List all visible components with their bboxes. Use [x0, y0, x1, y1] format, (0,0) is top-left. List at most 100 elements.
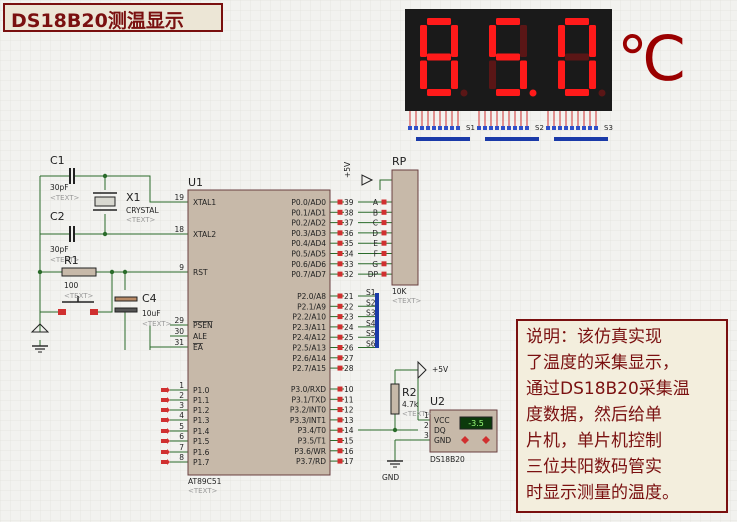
mcu-pin-name: P0.1/AD1	[291, 208, 326, 217]
mcu-pin-number: 22	[344, 302, 354, 311]
mcu-port1-pin-tail	[161, 438, 170, 444]
segment-label: DP	[368, 270, 379, 279]
mcu-port1-pin-tail	[161, 449, 170, 455]
display-pin-end	[495, 126, 499, 130]
mcu-pin-number: 24	[344, 323, 354, 332]
r2-body	[390, 383, 400, 415]
mcu-pin-number: 4	[179, 411, 184, 420]
digit-2-segment-b	[520, 25, 527, 57]
bus-label: S5	[366, 329, 376, 338]
display-pin-end	[588, 126, 592, 130]
mcu-pin-name: EA	[193, 343, 204, 352]
mcu-pin-number: 39	[344, 198, 354, 207]
gnd-label: GND	[382, 473, 399, 482]
r2-value: 4.7k	[402, 400, 419, 409]
display-pin-end	[564, 126, 568, 130]
c2-value: 30pF	[50, 245, 69, 254]
digit-3-segment-f	[558, 25, 565, 57]
mcu-pin-number: 18	[174, 225, 184, 234]
digit-1-segment-g	[427, 53, 451, 61]
digit-1-segment-b	[451, 25, 458, 57]
display-pin-end	[483, 126, 487, 130]
display-pin-end	[525, 126, 529, 130]
digit-select-label: S2	[535, 124, 544, 132]
resistor-pack-body	[391, 169, 419, 286]
xtal1-wire	[74, 175, 170, 203]
mcu-pin-number: 33	[344, 260, 354, 269]
mcu-pin-name: P2.2/A10	[292, 313, 326, 322]
mcu-port1-pin-tail	[161, 417, 170, 423]
note-line-2: 了温度的采集显示，	[526, 353, 679, 373]
display-pin-end	[570, 126, 574, 130]
mcu-pin-name: P3.0/RXD	[291, 385, 326, 394]
mcu-pin-name: XTAL2	[193, 230, 216, 239]
mcu-pin-marker	[337, 293, 343, 299]
digit-2-segment-g	[496, 53, 520, 61]
mcu-port1-pin-tail	[161, 428, 170, 434]
mcu-pin-name: P0.3/AD3	[291, 229, 326, 238]
junction-dot	[109, 269, 115, 275]
display-pin-end	[513, 126, 517, 130]
segment-label: A	[373, 198, 379, 207]
rp-pin-marker	[381, 240, 387, 246]
mcu-pin-marker	[337, 271, 343, 277]
rp-pin-marker	[381, 209, 387, 215]
c4-ref: C4	[142, 292, 157, 305]
r1-value: 100	[64, 281, 79, 290]
junction-dot	[102, 173, 108, 179]
mcu-pin-number: 17	[344, 457, 354, 466]
mcu-pin-number: 11	[344, 395, 354, 404]
mcu-pin-name: P1.0	[193, 386, 210, 395]
mcu-pin-name: P1.6	[193, 448, 210, 457]
c4-plate-negative	[114, 307, 138, 313]
mcu-pin-number: 1	[179, 381, 184, 390]
mcu-pin-name: P0.4/AD4	[291, 239, 326, 248]
ds18b20-up-button	[482, 436, 490, 444]
ds18b20-reading: -3.5	[468, 419, 484, 428]
segment-label: C	[373, 219, 378, 228]
button-contact	[58, 309, 66, 315]
mcu-pin-name: P3.7/RD	[296, 457, 326, 466]
mcu-pin-number: 13	[344, 416, 354, 425]
bus-label: S1	[366, 288, 376, 297]
r1-text-placeholder: <TEXT>	[64, 292, 94, 300]
digit-2-segment-c	[520, 60, 527, 89]
mcu-pin-number: 16	[344, 447, 354, 456]
description-note[interactable]: 说明：该仿真实现 了温度的采集显示， 通过DS18B20采集温 度数据，然后给单…	[516, 319, 728, 513]
digit-1-segment-c	[451, 60, 458, 89]
note-line-3: 通过DS18B20采集温	[526, 379, 690, 399]
display-pin-end	[450, 126, 454, 130]
mcu-pin-number: 3	[179, 401, 184, 410]
ds18b20-lcd	[459, 416, 493, 430]
mcu-pin-name: P0.0/AD0	[291, 198, 326, 207]
mcu-pin-name: P1.4	[193, 427, 210, 436]
mcu-pin-marker	[337, 427, 343, 433]
schematic-title-box[interactable]: DS18B20测温显示	[3, 3, 223, 32]
rp-pin-marker	[381, 271, 387, 277]
mcu-pin-name: P3.4/T0	[298, 426, 327, 435]
mcu-pin-name: P3.6/WR	[294, 447, 326, 456]
note-line-6: 三位共阳数码管实	[526, 457, 662, 477]
crystal-ref: X1	[126, 191, 141, 204]
display-pin-end	[414, 126, 418, 130]
u2-pin-number: 1	[424, 411, 429, 420]
reset-vcc-arrow	[30, 323, 50, 333]
mcu-pin-name: P2.3/A11	[292, 323, 326, 332]
display-pin-end	[426, 126, 430, 130]
mcu-pin-marker	[337, 448, 343, 454]
note-line-5: 片机，单片机控制	[526, 431, 662, 451]
vcc-arrow	[417, 360, 427, 380]
mcu-pin-marker	[337, 220, 343, 226]
resistor-pack-ref: RP	[392, 155, 407, 168]
mcu-pin-name: P1.2	[193, 406, 210, 415]
mcu-pin-marker	[337, 261, 343, 267]
junction-dot	[102, 231, 108, 237]
display-pin-end	[582, 126, 586, 130]
resistor-pack-value: 10K	[392, 287, 408, 296]
mcu-pin-number: 26	[344, 344, 354, 353]
display-pin-end	[408, 126, 412, 130]
segment-label: D	[372, 229, 378, 238]
mcu-pin-name: P1.3	[193, 416, 210, 425]
